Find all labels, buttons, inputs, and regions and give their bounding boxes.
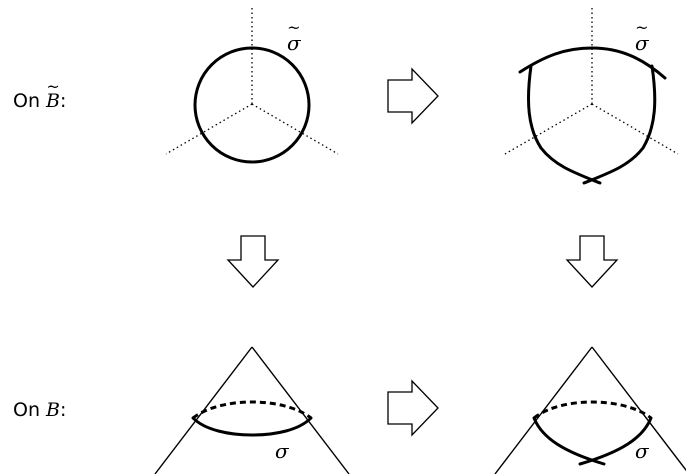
top-right-sigma-tilde-label: σ [635,20,649,53]
bottom-label-prefix: On [13,399,47,421]
bottom-right-sigma-front-left [532,416,606,466]
top-right-sigma-left-curve [526,64,602,185]
down-arrow-icon [226,235,280,288]
b-symbol: B [46,399,61,421]
top-label-prefix: On [13,90,47,112]
on-b-tilde-label: On B: [13,79,67,112]
bottom-right-cone [494,346,686,474]
left-down-arrow [226,235,280,288]
top-right-deformed-sigma [518,46,667,185]
down-arrow-icon [565,235,619,288]
right-arrow-icon [387,67,439,125]
bottom-left-sigma-front [191,416,313,437]
top-label-suffix: : [60,90,67,112]
top-left-dotted-axes [165,8,339,155]
top-left-sigma-tilde-label: σ [287,20,301,53]
top-right-sigma-right-curve [582,64,657,185]
bottom-right-sigma-front-right [578,416,653,466]
bottom-right-sigma-label: σ [635,439,649,463]
top-right-left-axis [504,103,593,155]
top-right-sigma-top-curve [518,46,667,80]
right-arrow-icon [387,379,439,437]
bottom-right-sigma-back-dashed [533,400,652,420]
b-tilde-symbol: B [46,79,60,111]
top-right-panel [504,8,679,185]
bottom-left-sigma-label: σ [275,439,289,463]
top-left-panel [165,8,339,164]
bottom-arrow [387,379,439,437]
top-left-sigma-circle [193,46,311,164]
on-b-label: On B: [13,401,66,420]
right-down-arrow [565,235,619,288]
top-right-right-axis [591,103,679,155]
top-left-left-axis [165,103,253,155]
top-left-right-axis [251,103,339,155]
bottom-right-panel [494,346,686,474]
bottom-label-suffix: : [60,399,67,421]
bottom-left-cone [154,346,350,474]
bottom-left-sigma-back-dashed [192,400,312,420]
top-arrow [387,67,439,125]
bottom-right-sigma-twisted-front [532,416,653,466]
top-right-dotted-axes [504,8,679,155]
bottom-left-panel [154,346,350,474]
